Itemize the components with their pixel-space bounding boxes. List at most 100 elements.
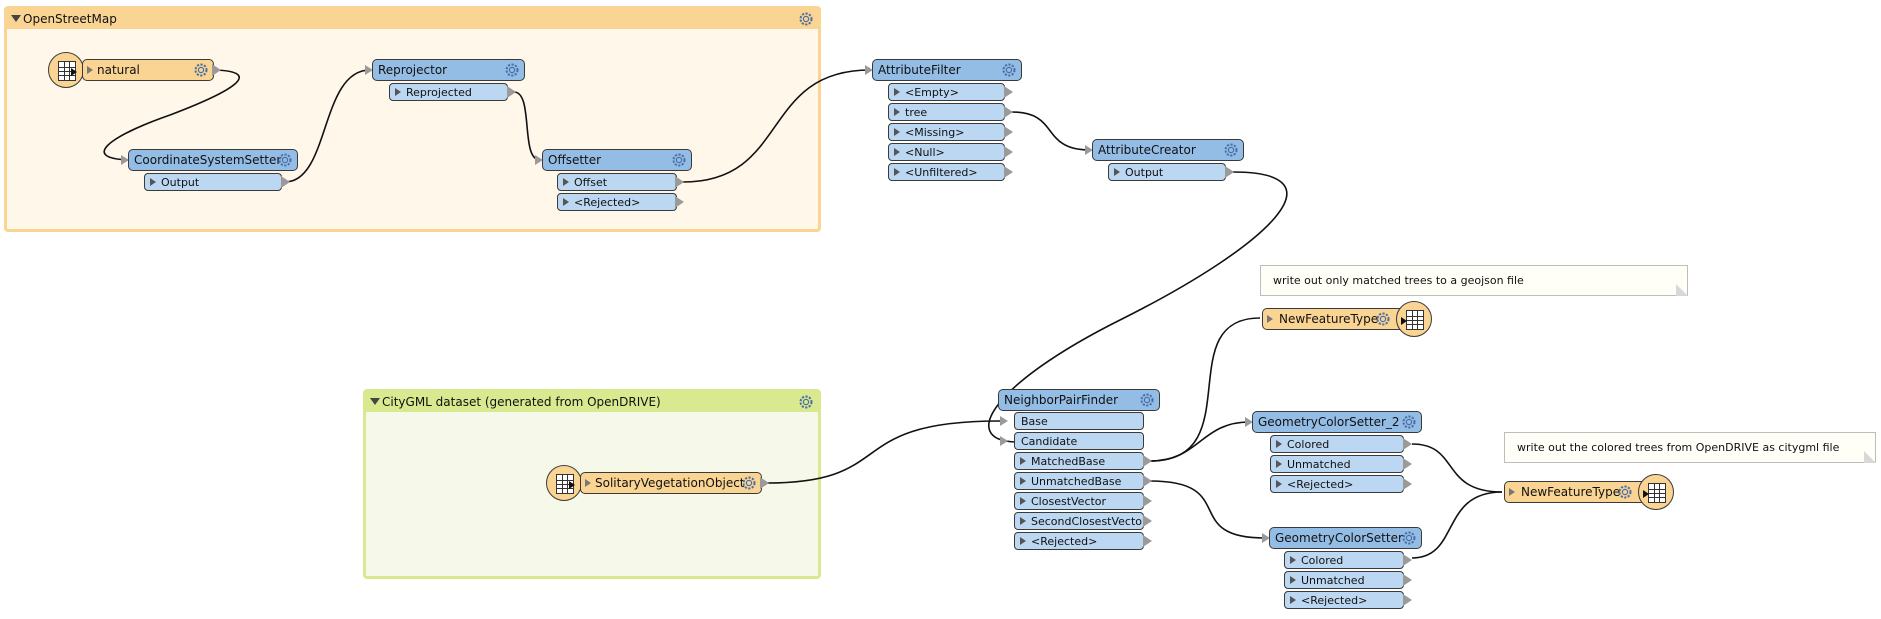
expand-triangle-icon[interactable] — [1290, 576, 1296, 584]
annotation-geojson[interactable]: write out only matched trees to a geojso… — [1260, 265, 1688, 296]
output-port-arrow[interactable] — [1403, 438, 1412, 450]
output-port-arrow[interactable] — [1403, 458, 1412, 470]
reader-icon[interactable] — [546, 465, 582, 501]
output-port-arrow[interactable] — [1004, 126, 1013, 138]
input-port-arrow[interactable] — [1245, 417, 1253, 427]
writer-newfeaturetype-citygml[interactable]: NewFeatureType — [1504, 481, 1652, 503]
input-port-arrow[interactable] — [865, 65, 873, 75]
input-port-arrow[interactable] — [121, 155, 129, 165]
expand-triangle-icon[interactable] — [894, 148, 900, 156]
expand-triangle-icon[interactable] — [894, 88, 900, 96]
expand-triangle-icon[interactable] — [585, 479, 591, 487]
output-port[interactable]: <Rejected> — [1284, 591, 1404, 609]
output-port-arrow[interactable] — [1143, 495, 1152, 507]
output-port-arrow[interactable] — [675, 176, 684, 188]
output-port[interactable]: Reprojected — [389, 83, 508, 101]
writer-icon[interactable] — [1396, 301, 1432, 337]
output-port-arrow[interactable] — [1225, 166, 1234, 178]
expand-triangle-icon[interactable] — [1276, 460, 1282, 468]
input-port-arrow[interactable] — [1000, 416, 1008, 426]
expand-triangle-icon[interactable] — [150, 178, 156, 186]
gear-icon[interactable] — [504, 62, 520, 78]
expand-triangle-icon[interactable] — [1509, 488, 1515, 496]
transformer-attributecreator[interactable]: AttributeCreator — [1092, 139, 1244, 161]
expand-triangle-icon[interactable] — [563, 178, 569, 186]
output-port[interactable]: <Rejected> — [1014, 532, 1144, 550]
output-port[interactable]: Unmatched — [1270, 455, 1404, 473]
output-port-arrow[interactable] — [281, 176, 290, 188]
output-port-arrow[interactable] — [675, 196, 684, 208]
expand-triangle-icon[interactable] — [1276, 480, 1282, 488]
output-port-arrow[interactable] — [1004, 146, 1013, 158]
output-port[interactable]: <Rejected> — [557, 193, 677, 211]
reader-solitaryvegetationobject[interactable]: SolitaryVegetationObject — [580, 472, 762, 494]
expand-triangle-icon[interactable] — [1020, 497, 1026, 505]
expand-triangle-icon[interactable] — [1114, 168, 1120, 176]
collapse-triangle-icon[interactable] — [370, 398, 380, 405]
expand-triangle-icon[interactable] — [87, 66, 93, 74]
reader-icon[interactable] — [48, 52, 84, 88]
output-port-arrow[interactable] — [212, 64, 221, 76]
input-port-arrow[interactable] — [1000, 436, 1008, 446]
gear-icon[interactable] — [671, 152, 687, 168]
collapse-triangle-icon[interactable] — [11, 15, 21, 22]
expand-triangle-icon[interactable] — [1290, 556, 1296, 564]
expand-triangle-icon[interactable] — [894, 108, 900, 116]
output-port-arrow[interactable] — [1143, 535, 1152, 547]
gear-icon[interactable] — [1139, 392, 1155, 408]
transformer-geometrycolorsetter[interactable]: GeometryColorSetter — [1269, 527, 1422, 549]
gear-icon[interactable] — [193, 62, 209, 78]
output-port[interactable]: <Null> — [888, 143, 1005, 161]
expand-triangle-icon[interactable] — [1020, 537, 1026, 545]
output-port[interactable]: MatchedBase — [1014, 452, 1144, 470]
output-port-arrow[interactable] — [1004, 106, 1013, 118]
output-port[interactable]: <Empty> — [888, 83, 1005, 101]
annotation-citygml[interactable]: write out the colored trees from OpenDRI… — [1504, 432, 1876, 463]
output-port[interactable]: <Rejected> — [1270, 475, 1404, 493]
gear-icon[interactable] — [1401, 414, 1417, 430]
output-port[interactable]: Colored — [1270, 435, 1404, 453]
output-port-arrow[interactable] — [507, 86, 516, 98]
output-port-arrow[interactable] — [1143, 475, 1152, 487]
transformer-geometrycolorsetter-2[interactable]: GeometryColorSetter_2 — [1252, 411, 1422, 433]
expand-triangle-icon[interactable] — [1020, 457, 1026, 465]
writer-icon[interactable] — [1638, 474, 1674, 510]
output-port-arrow[interactable] — [1143, 515, 1152, 527]
gear-icon[interactable] — [798, 394, 814, 410]
expand-triangle-icon[interactable] — [1267, 315, 1273, 323]
output-port-arrow[interactable] — [1403, 554, 1412, 566]
gear-icon[interactable] — [798, 11, 814, 27]
output-port[interactable]: <Unfiltered> — [888, 163, 1005, 181]
gear-icon[interactable] — [741, 475, 757, 491]
output-port[interactable]: ClosestVector — [1014, 492, 1144, 510]
expand-triangle-icon[interactable] — [563, 198, 569, 206]
expand-triangle-icon[interactable] — [395, 88, 401, 96]
transformer-attributefilter[interactable]: AttributeFilter — [872, 59, 1022, 81]
expand-triangle-icon[interactable] — [894, 128, 900, 136]
input-port-arrow[interactable] — [1085, 145, 1093, 155]
output-port-arrow[interactable] — [1004, 86, 1013, 98]
output-port-arrow[interactable] — [1403, 574, 1412, 586]
output-port[interactable]: Output — [1108, 163, 1226, 181]
transformer-coordinatesystemsetter[interactable]: CoordinateSystemSetter — [128, 149, 298, 171]
output-port[interactable]: SecondClosestVector — [1014, 512, 1147, 530]
output-port[interactable]: Unmatched — [1284, 571, 1404, 589]
expand-triangle-icon[interactable] — [1020, 517, 1026, 525]
output-port-arrow[interactable] — [1403, 478, 1412, 490]
output-port[interactable]: Offset — [557, 173, 677, 191]
input-port-arrow[interactable] — [1262, 533, 1270, 543]
expand-triangle-icon[interactable] — [1290, 596, 1296, 604]
expand-triangle-icon[interactable] — [1020, 477, 1026, 485]
output-port[interactable]: <Missing> — [888, 123, 1005, 141]
gear-icon[interactable] — [1617, 484, 1633, 500]
gear-icon[interactable] — [277, 152, 293, 168]
bookmark-openstreetmap[interactable]: OpenStreetMap — [4, 6, 821, 232]
input-port-candidate[interactable]: Candidate — [1014, 432, 1144, 450]
output-port-arrow[interactable] — [760, 477, 769, 489]
writer-newfeaturetype-geojson[interactable]: NewFeatureType — [1262, 308, 1410, 330]
transformer-reprojector[interactable]: Reprojector — [372, 59, 525, 81]
output-port-arrow[interactable] — [1403, 594, 1412, 606]
expand-triangle-icon[interactable] — [894, 168, 900, 176]
bookmark-header[interactable]: CityGML dataset (generated from OpenDRIV… — [366, 392, 818, 412]
output-port[interactable]: Output — [144, 173, 282, 191]
